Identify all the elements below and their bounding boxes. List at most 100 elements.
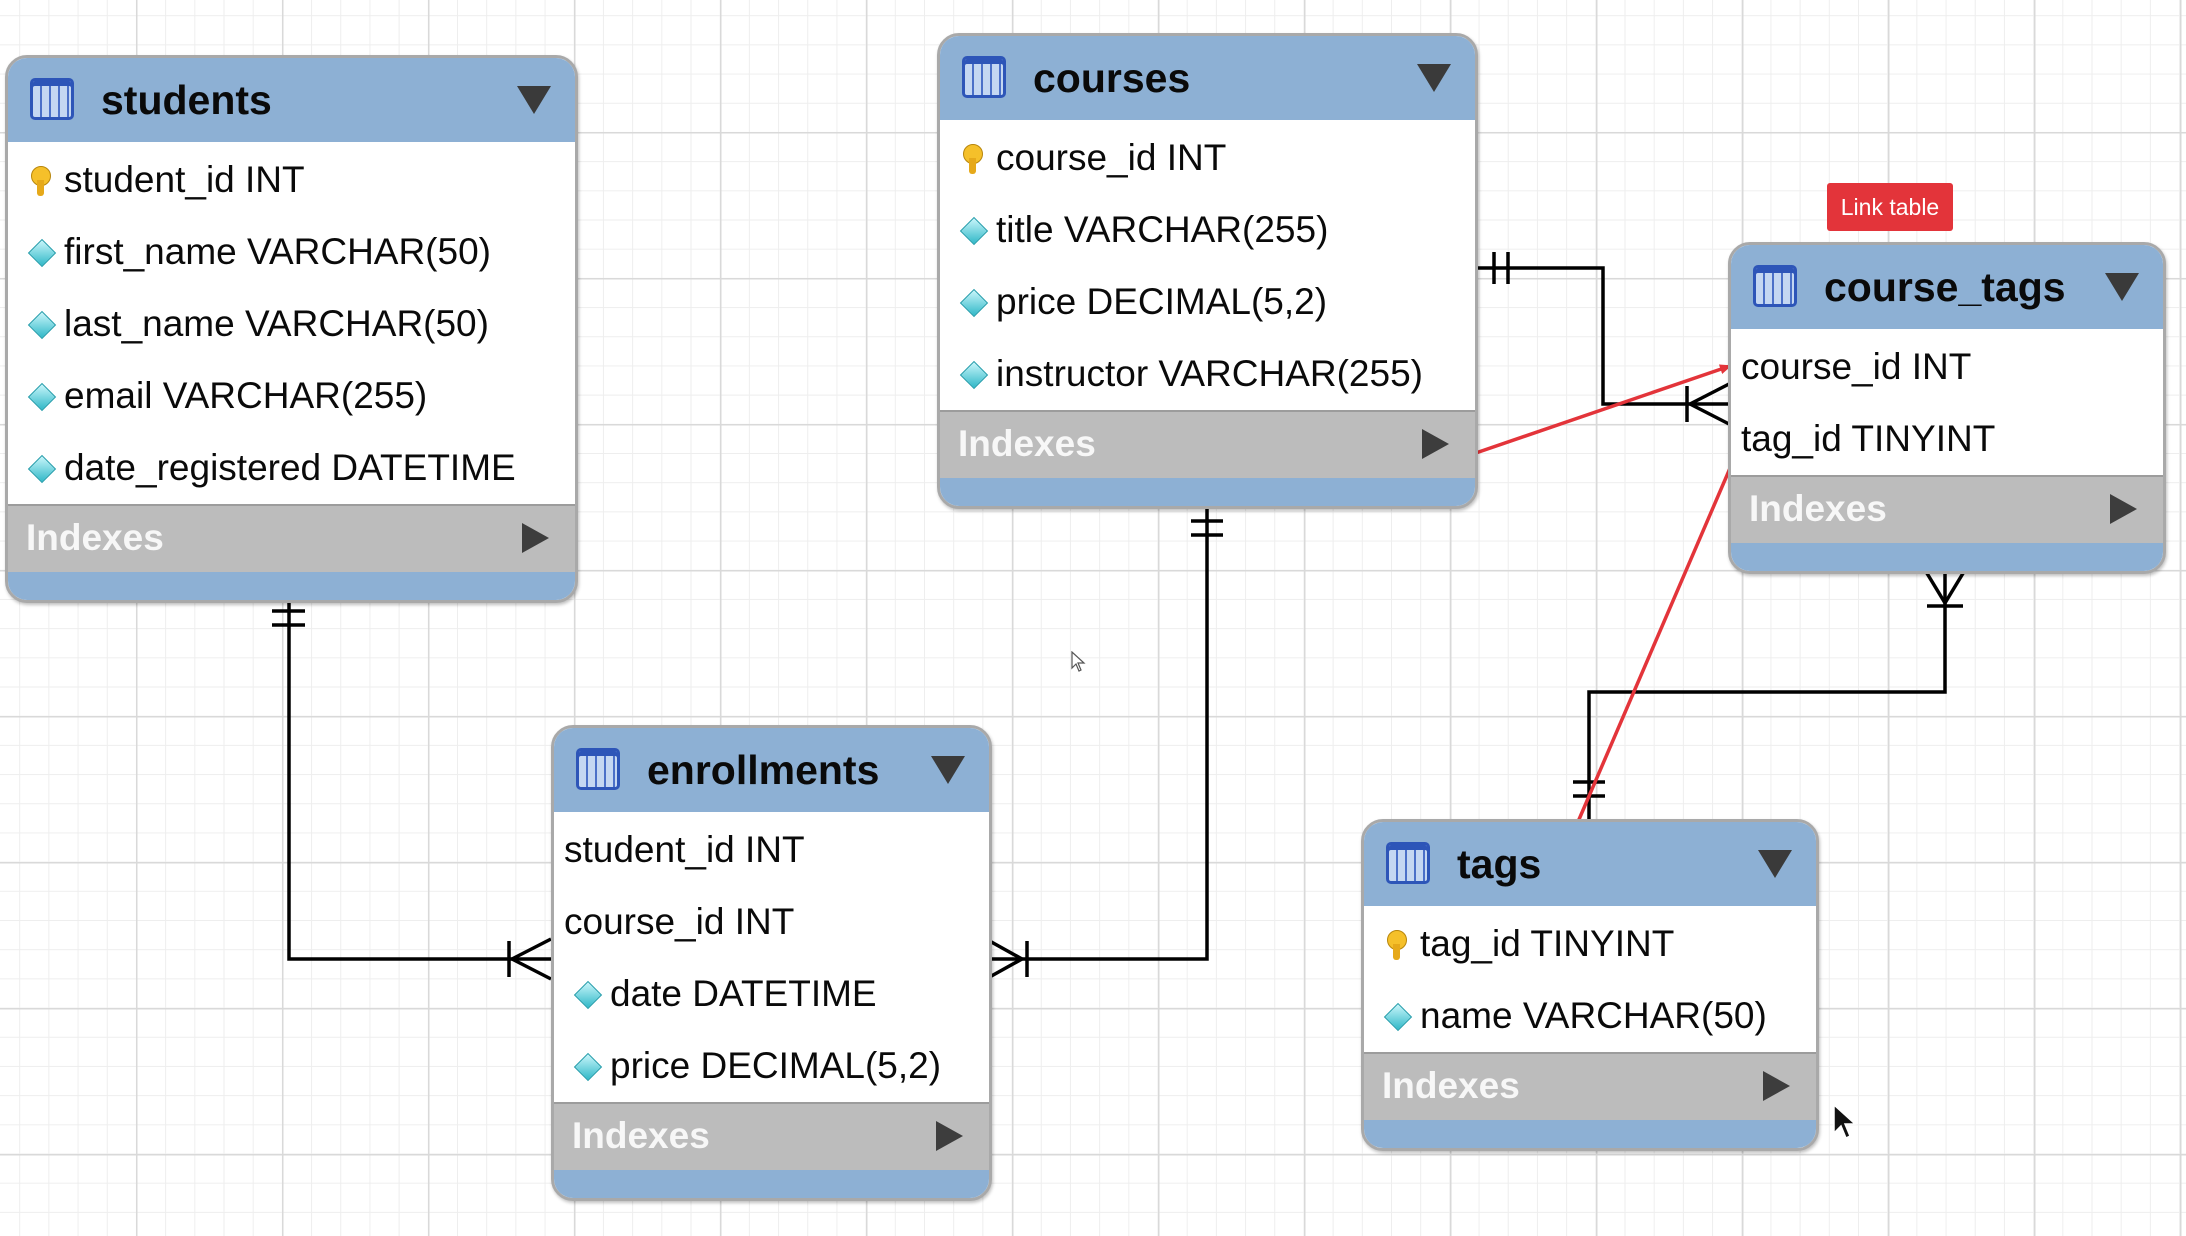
column-row[interactable]: name VARCHAR(50) xyxy=(1364,980,1816,1052)
column-diamond-icon xyxy=(27,382,57,412)
column-row[interactable]: title VARCHAR(255) xyxy=(940,194,1475,266)
table-course-tags[interactable]: course_tags course_id INT tag_id TINYINT… xyxy=(1728,242,2166,574)
table-name: tags xyxy=(1457,841,1542,887)
column-row[interactable]: course_id INT xyxy=(1731,331,2163,403)
annotation-arrows xyxy=(1466,364,1742,853)
table-name: enrollments xyxy=(647,747,880,793)
table-icon xyxy=(1386,842,1430,884)
table-tags[interactable]: tags tag_id TINYINT name VARCHAR(50) Ind… xyxy=(1361,819,1819,1151)
column-label: course_id INT xyxy=(564,901,795,942)
column-label: tag_id TINYINT xyxy=(1741,418,1996,459)
relationship-tags-course-tags[interactable] xyxy=(1573,569,1967,820)
column-row[interactable]: last_name VARCHAR(50) xyxy=(8,288,575,360)
table-header[interactable]: students xyxy=(8,58,575,142)
column-diamond-icon xyxy=(959,216,989,246)
primary-key-icon xyxy=(1384,930,1410,960)
table-name: courses xyxy=(1033,55,1191,101)
collapse-triangle-icon[interactable] xyxy=(931,756,965,784)
column-row[interactable]: tag_id TINYINT xyxy=(1364,908,1816,980)
column-row[interactable]: course_id INT xyxy=(940,122,1475,194)
indexes-section[interactable]: Indexes xyxy=(1364,1052,1816,1120)
column-row[interactable]: date_registered DATETIME xyxy=(8,432,575,504)
pointer-cursor-icon xyxy=(1071,651,1086,672)
column-label: course_id INT xyxy=(1741,346,1972,387)
table-students[interactable]: students student_id INT first_name VARCH… xyxy=(5,55,578,603)
expand-triangle-icon[interactable] xyxy=(522,523,549,553)
annotation-arrow-tag-id xyxy=(1563,443,1742,853)
indexes-label: Indexes xyxy=(1382,1065,1520,1106)
column-diamond-icon xyxy=(573,1052,603,1082)
indexes-label: Indexes xyxy=(572,1115,710,1156)
table-footer xyxy=(1364,1120,1816,1148)
column-diamond-icon xyxy=(27,454,57,484)
table-header[interactable]: enrollments xyxy=(554,728,989,812)
indexes-section[interactable]: Indexes xyxy=(940,410,1475,478)
column-row[interactable]: course_id INT xyxy=(554,886,989,958)
indexes-section[interactable]: Indexes xyxy=(1731,475,2163,543)
table-icon xyxy=(962,56,1006,98)
column-row[interactable]: tag_id TINYINT xyxy=(1731,403,2163,475)
column-row[interactable]: instructor VARCHAR(255) xyxy=(940,338,1475,410)
column-row[interactable]: price DECIMAL(5,2) xyxy=(554,1030,989,1102)
column-label: course_id INT xyxy=(996,137,1227,178)
column-label: price DECIMAL(5,2) xyxy=(996,281,1328,322)
table-footer xyxy=(554,1170,989,1198)
table-courses[interactable]: courses course_id INT title VARCHAR(255)… xyxy=(937,33,1478,509)
column-label: instructor VARCHAR(255) xyxy=(996,353,1423,394)
column-diamond-icon xyxy=(27,310,57,340)
column-diamond-icon xyxy=(573,980,603,1010)
column-label: date_registered DATETIME xyxy=(64,447,516,488)
mouse-cursor-icon xyxy=(1833,1103,1857,1140)
indexes-label: Indexes xyxy=(958,423,1096,464)
indexes-label: Indexes xyxy=(26,517,164,558)
relationship-courses-enrollments[interactable] xyxy=(985,505,1223,981)
collapse-triangle-icon[interactable] xyxy=(2105,273,2139,301)
table-name: students xyxy=(101,77,272,123)
indexes-section[interactable]: Indexes xyxy=(8,504,575,572)
table-enrollments[interactable]: enrollments student_id INT course_id INT… xyxy=(551,725,992,1201)
table-header[interactable]: tags xyxy=(1364,822,1816,906)
table-header[interactable]: courses xyxy=(940,36,1475,120)
expand-triangle-icon[interactable] xyxy=(1763,1071,1790,1101)
relationship-courses-course-tags[interactable] xyxy=(1476,252,1730,426)
expand-triangle-icon[interactable] xyxy=(1422,429,1449,459)
column-row[interactable]: student_id INT xyxy=(554,814,989,886)
column-label: price DECIMAL(5,2) xyxy=(610,1045,942,1086)
indexes-section[interactable]: Indexes xyxy=(554,1102,989,1170)
column-label: name VARCHAR(50) xyxy=(1420,995,1767,1036)
table-header[interactable]: course_tags xyxy=(1731,245,2163,329)
column-label: email VARCHAR(255) xyxy=(64,375,428,416)
collapse-triangle-icon[interactable] xyxy=(1417,64,1451,92)
expand-triangle-icon[interactable] xyxy=(2110,494,2137,524)
column-list: tag_id TINYINT name VARCHAR(50) xyxy=(1364,906,1816,1052)
indexes-label: Indexes xyxy=(1749,488,1887,529)
table-name: course_tags xyxy=(1824,264,2066,310)
collapse-triangle-icon[interactable] xyxy=(1758,850,1792,878)
primary-key-icon xyxy=(28,166,54,196)
column-label: first_name VARCHAR(50) xyxy=(64,231,491,272)
table-footer xyxy=(940,478,1475,506)
column-row[interactable]: date DATETIME xyxy=(554,958,989,1030)
table-icon xyxy=(1753,265,1797,307)
expand-triangle-icon[interactable] xyxy=(936,1121,963,1151)
column-diamond-icon xyxy=(959,360,989,390)
table-icon xyxy=(576,748,620,790)
relationship-students-enrollments[interactable] xyxy=(272,595,552,981)
column-label: title VARCHAR(255) xyxy=(996,209,1329,250)
column-row[interactable]: price DECIMAL(5,2) xyxy=(940,266,1475,338)
link-table-badge: Link table xyxy=(1827,183,1953,231)
column-diamond-icon xyxy=(1383,1002,1413,1032)
column-row[interactable]: student_id INT xyxy=(8,144,575,216)
column-list: course_id INT tag_id TINYINT xyxy=(1731,329,2163,475)
table-footer xyxy=(1731,543,2163,571)
column-row[interactable]: email VARCHAR(255) xyxy=(8,360,575,432)
annotation-arrow-course-id xyxy=(1466,364,1732,458)
table-icon xyxy=(30,78,74,120)
column-row[interactable]: first_name VARCHAR(50) xyxy=(8,216,575,288)
primary-key-icon xyxy=(960,144,986,174)
column-list: student_id INT course_id INT date DATETI… xyxy=(554,812,989,1102)
collapse-triangle-icon[interactable] xyxy=(517,86,551,114)
column-label: last_name VARCHAR(50) xyxy=(64,303,489,344)
column-label: tag_id TINYINT xyxy=(1420,923,1675,964)
